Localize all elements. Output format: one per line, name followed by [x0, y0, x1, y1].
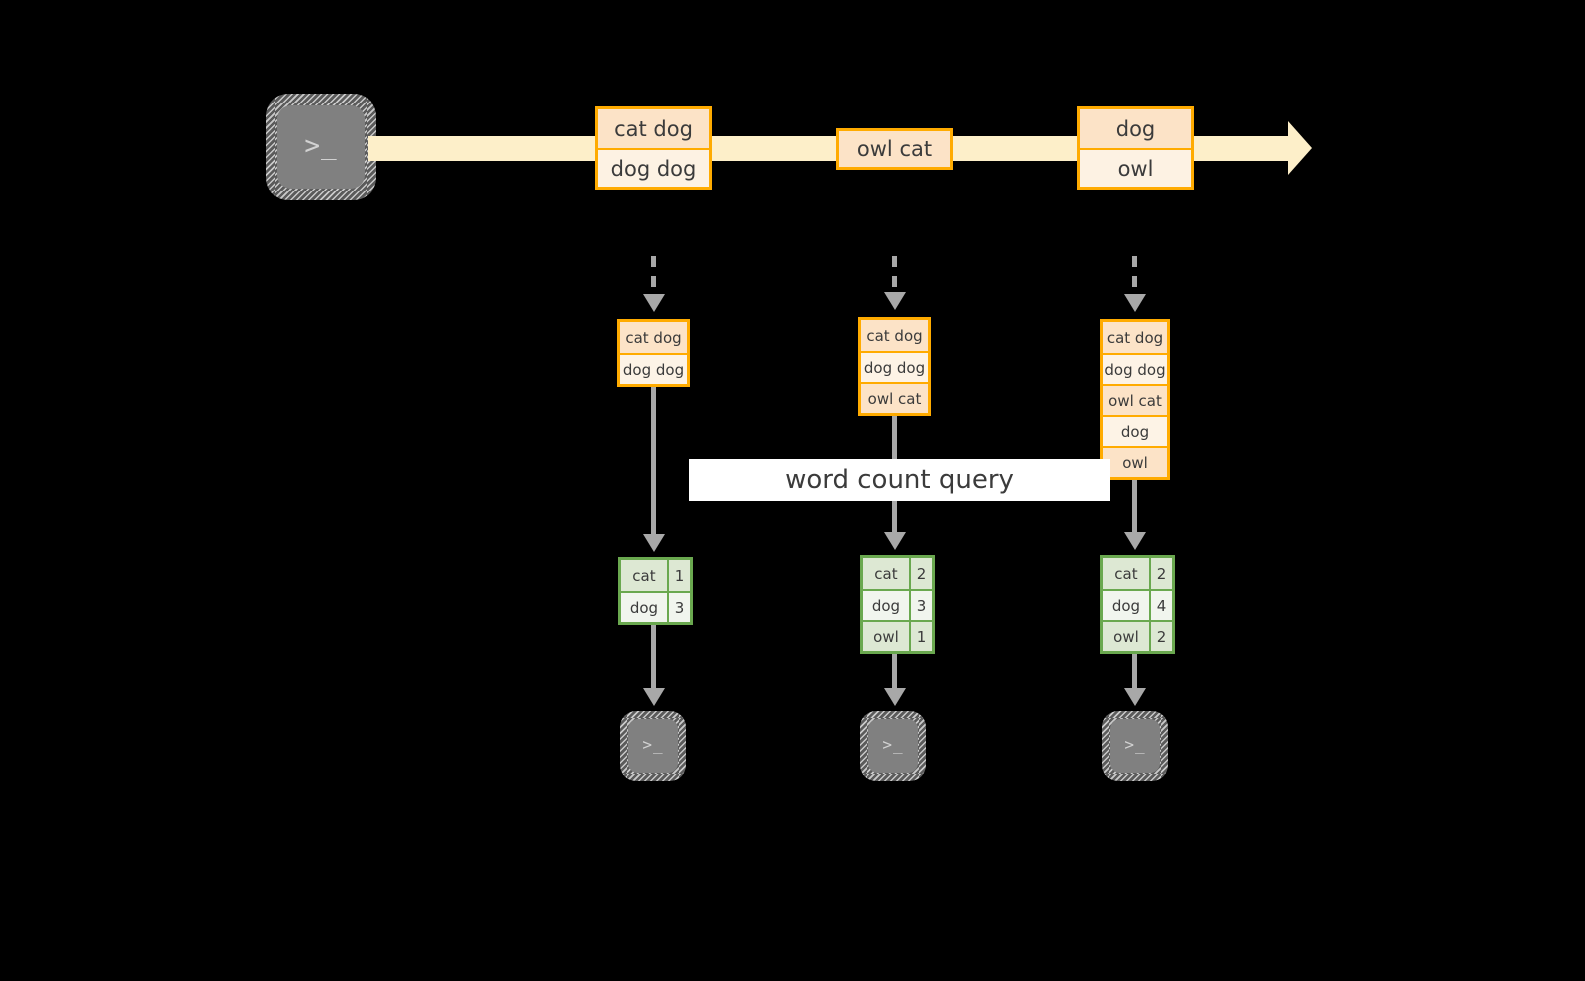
terminal-body [1110, 719, 1160, 773]
sink-terminal-icon-2: >_ [860, 711, 926, 781]
sink-arrow-head-1-icon [643, 688, 665, 706]
table-row: cat 2 [863, 558, 932, 589]
table-row: dog 3 [621, 591, 690, 622]
state-row: owl cat [861, 382, 928, 413]
sink-arrow-head-3-icon [1124, 688, 1146, 706]
feeder-arrow-head-2-icon [884, 292, 906, 310]
state-row: dog dog [1103, 353, 1167, 384]
result-count: 2 [908, 558, 932, 589]
result-count: 1 [666, 560, 690, 591]
stream-event-1: cat dog dog dog [595, 106, 712, 190]
result-word: dog [621, 593, 667, 622]
query-arrow-line-3 [1132, 477, 1137, 535]
sink-terminal-icon-3: >_ [1102, 711, 1168, 781]
state-row: dog [1103, 415, 1167, 446]
result-count: 3 [908, 591, 932, 620]
result-word: dog [1103, 591, 1149, 620]
event-line: owl cat [839, 131, 950, 167]
query-arrow-line-1 [651, 385, 656, 537]
sink-arrow-line-2 [892, 653, 897, 691]
state-row: cat dog [620, 322, 687, 353]
event-line: dog dog [598, 148, 709, 187]
table-row: dog 4 [1103, 589, 1172, 620]
table-row: cat 2 [1103, 558, 1172, 589]
query-label-banner: word count query [689, 459, 1110, 501]
table-row: owl 1 [863, 620, 932, 651]
query-arrow-head-2-icon [884, 532, 906, 550]
event-line: cat dog [598, 109, 709, 148]
table-row: owl 2 [1103, 620, 1172, 651]
state-row: cat dog [1103, 322, 1167, 353]
feeder-arrow-line-1 [651, 256, 656, 296]
table-row: cat 1 [621, 560, 690, 591]
result-table-2: cat 2 dog 3 owl 1 [860, 555, 935, 654]
result-word: cat [621, 560, 667, 591]
result-count: 4 [1148, 591, 1172, 620]
result-count: 1 [908, 622, 932, 651]
feeder-arrow-line-2 [892, 256, 897, 294]
result-table-1: cat 1 dog 3 [618, 557, 693, 625]
query-label-text: word count query [785, 465, 1014, 495]
state-row: owl [1103, 446, 1167, 477]
result-word: owl [1103, 622, 1149, 651]
result-word: owl [863, 622, 909, 651]
sink-arrow-head-2-icon [884, 688, 906, 706]
terminal-prompt-glyph: >_ [1124, 735, 1146, 754]
event-line: owl [1080, 148, 1191, 187]
state-table-3: cat dog dog dog owl cat dog owl [1100, 319, 1170, 480]
state-row: cat dog [861, 320, 928, 351]
stream-event-3: dog owl [1077, 106, 1194, 190]
state-row: dog dog [861, 351, 928, 382]
sink-arrow-line-1 [651, 623, 656, 691]
result-word: cat [863, 558, 909, 589]
result-word: cat [1103, 558, 1149, 589]
stream-arrow-head-icon [1288, 121, 1312, 175]
feeder-arrow-head-3-icon [1124, 294, 1146, 312]
terminal-body [628, 719, 678, 773]
terminal-prompt-glyph: >_ [642, 735, 664, 754]
feeder-arrow-head-1-icon [643, 294, 665, 312]
result-table-3: cat 2 dog 4 owl 2 [1100, 555, 1175, 654]
terminal-body [277, 105, 365, 189]
table-row: dog 3 [863, 589, 932, 620]
sink-terminal-icon-1: >_ [620, 711, 686, 781]
result-count: 2 [1148, 558, 1172, 589]
result-count: 2 [1148, 622, 1172, 651]
feeder-arrow-line-3 [1132, 256, 1137, 296]
state-table-2: cat dog dog dog owl cat [858, 317, 931, 416]
query-arrow-head-3-icon [1124, 532, 1146, 550]
result-word: dog [863, 591, 909, 620]
stream-event-2: owl cat [836, 128, 953, 170]
query-arrow-head-1-icon [643, 534, 665, 552]
state-table-1: cat dog dog dog [617, 319, 690, 387]
sink-arrow-line-3 [1132, 653, 1137, 691]
event-line: dog [1080, 109, 1191, 148]
result-count: 3 [666, 593, 690, 622]
state-row: dog dog [620, 353, 687, 384]
terminal-body [868, 719, 918, 773]
source-terminal-icon: >_ [266, 94, 376, 200]
state-row: owl cat [1103, 384, 1167, 415]
terminal-prompt-glyph: >_ [304, 131, 338, 161]
terminal-prompt-glyph: >_ [882, 735, 904, 754]
